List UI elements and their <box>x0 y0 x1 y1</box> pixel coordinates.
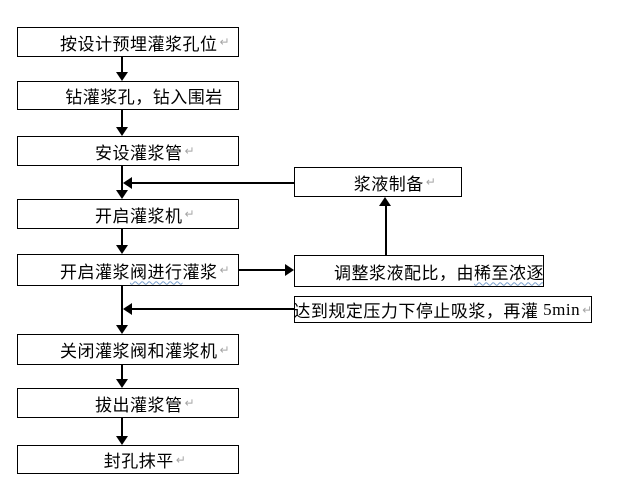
node-label: 按设计预埋灌浆孔位 <box>59 34 218 54</box>
paragraph-mark-icon: ↵ <box>219 263 231 277</box>
node-label: 关闭灌浆阀和灌浆机 <box>59 342 218 361</box>
node-label-spellcheck: 阀进行 <box>129 262 183 282</box>
connector-line <box>385 205 387 255</box>
paragraph-mark-icon: ↵ <box>184 144 196 158</box>
node-label: 达到规定压力下停止吸浆，再灌 <box>294 302 544 321</box>
node-label: 浆液制备 <box>353 174 424 194</box>
node-label: 灌浆 <box>182 262 218 282</box>
arrowhead-down-icon <box>116 72 128 81</box>
arrowhead-down-icon <box>116 379 128 388</box>
paragraph-mark-icon: ↵ <box>175 452 187 467</box>
node-label: 安设灌浆管 <box>94 143 183 163</box>
flow-node-stop-at-pressure: 达到规定压力下停止吸浆，再灌 5min↵ <box>294 296 592 323</box>
paragraph-mark-icon: ↵ <box>219 35 231 49</box>
node-label: 开启灌浆机 <box>94 206 183 226</box>
flow-node-install-grout-pipe: 安设灌浆管↵ <box>17 136 239 166</box>
node-label: 钻灌浆孔，钻入围岩 <box>65 88 223 107</box>
arrowhead-left-icon <box>123 303 132 315</box>
flow-node-seal-hole: 封孔抹平↵ <box>17 445 239 474</box>
paragraph-mark-icon: ↵ <box>184 396 196 410</box>
node-label: 开启灌浆 <box>59 262 130 282</box>
node-label-spellcheck: 稀至浓逐 <box>474 263 544 283</box>
paragraph-mark-icon: ↵ <box>184 207 196 221</box>
connector-line <box>121 110 123 128</box>
arrowhead-right-icon <box>285 264 294 276</box>
connector-line <box>131 308 294 310</box>
flow-node-preset-grout-holes: 按设计预埋灌浆孔位↵ <box>17 27 239 57</box>
flow-node-close-valve-and-machine: 关闭灌浆阀和灌浆机↵ <box>17 334 239 365</box>
arrowhead-up-icon <box>379 197 391 206</box>
flow-node-slurry-preparation: 浆液制备↵ <box>294 167 462 197</box>
paragraph-mark-icon: ↵ <box>425 175 437 189</box>
arrowhead-down-icon <box>116 190 128 199</box>
node-label: 拔出灌浆管 <box>94 395 183 415</box>
connector-line <box>121 229 123 246</box>
connector-line <box>121 365 123 380</box>
connector-line <box>121 286 123 326</box>
paragraph-mark-icon: ↵ <box>219 342 231 357</box>
node-label: 封孔抹平 <box>103 452 174 471</box>
node-label-duration: 5min <box>543 299 581 319</box>
arrowhead-down-icon <box>116 436 128 445</box>
flow-node-open-grout-valve: 开启灌浆阀进行灌浆↵ <box>17 254 239 286</box>
arrowhead-down-icon <box>116 127 128 136</box>
arrowhead-down-icon <box>116 325 128 334</box>
connector-line <box>121 166 123 191</box>
connector-line <box>239 269 286 271</box>
flow-node-adjust-slurry-ratio: 调整浆液配比，由稀至浓逐 <box>294 255 544 287</box>
connector-line <box>121 57 123 73</box>
flow-node-pull-out-grout-pipe: 拔出灌浆管↵ <box>17 388 239 418</box>
paragraph-mark-icon: ↵ <box>582 302 592 317</box>
connector-line <box>131 182 294 184</box>
connector-line <box>121 418 123 437</box>
arrowhead-left-icon <box>123 177 132 189</box>
arrowhead-down-icon <box>116 245 128 254</box>
flow-node-drill-grout-holes: 钻灌浆孔，钻入围岩 <box>17 81 239 110</box>
node-label: 调整浆液配比，由 <box>334 263 474 283</box>
flow-node-start-grout-machine: 开启灌浆机↵ <box>17 199 239 229</box>
